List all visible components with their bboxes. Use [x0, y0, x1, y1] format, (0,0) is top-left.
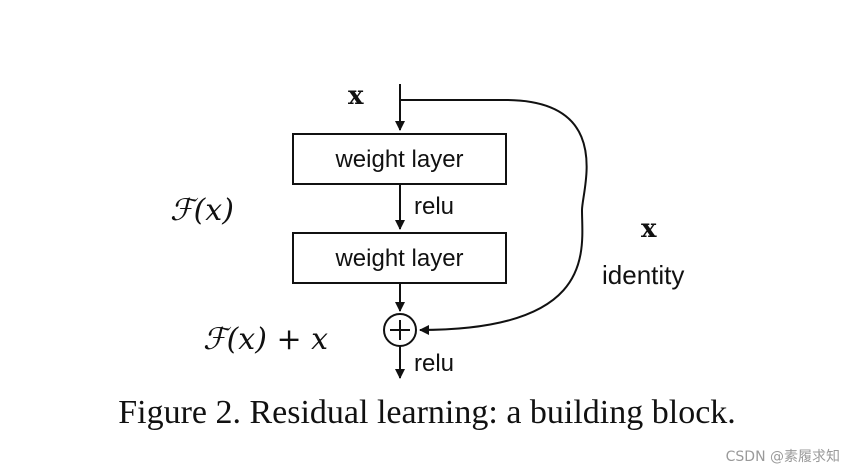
relu-mid-label: relu — [414, 193, 455, 220]
sum-expression-label: ℱ(x) + x — [203, 322, 329, 357]
figure-caption: Figure 2. Residual learning: a building … — [118, 394, 736, 431]
input-x-label: x — [348, 81, 364, 111]
weight-layer-1-label: weight layer — [335, 146, 464, 173]
sum-operator-icon — [383, 313, 417, 347]
weight-layer-2-label: weight layer — [335, 245, 464, 272]
identity-label: identity — [602, 260, 685, 290]
residual-function-label: ℱ(x) — [170, 193, 234, 228]
relu-output-label: relu — [414, 350, 455, 377]
weight-layer-2-box — [292, 232, 507, 284]
watermark: CSDN @素履求知 — [725, 449, 840, 465]
identity-shortcut-arrow — [400, 99, 588, 335]
shortcut-x-label: x — [641, 214, 657, 244]
